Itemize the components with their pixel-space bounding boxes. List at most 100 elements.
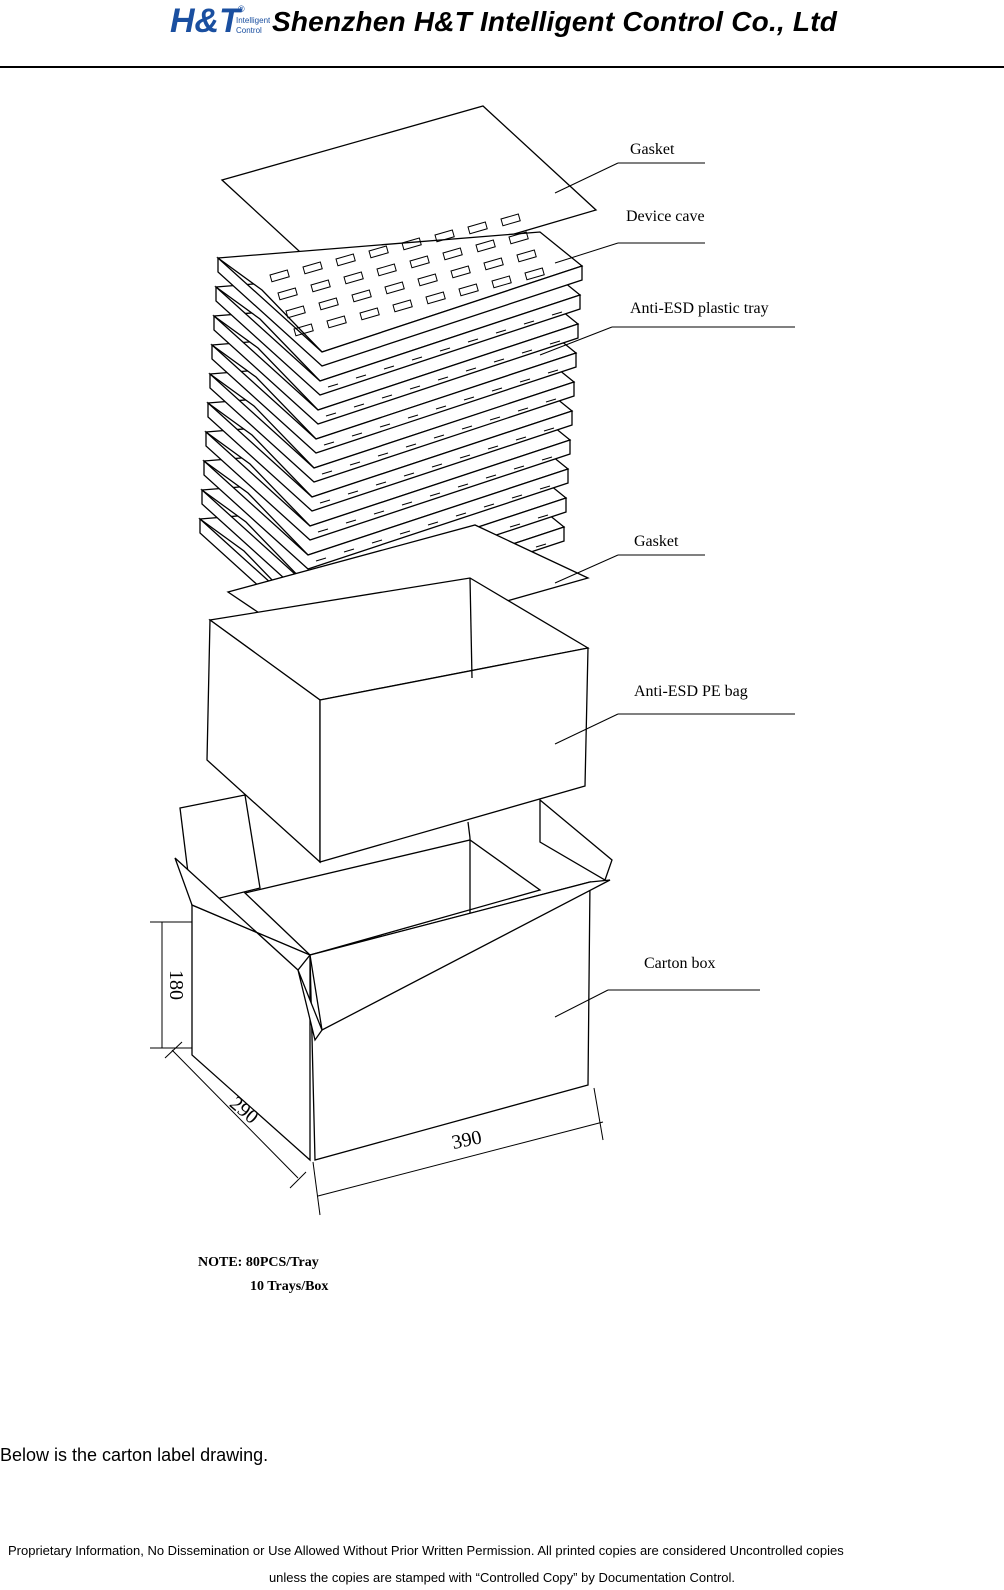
tray-cavity [326,315,347,329]
dimension-lines [150,921,604,1216]
tray-notch [535,543,547,548]
tray-notch [353,403,365,408]
tray-cavity [392,299,413,313]
tray-notch [379,423,391,428]
tray-notch [487,445,499,450]
tray-cavity [458,283,479,297]
tray-cavity [335,253,356,267]
tray-notch [325,412,337,417]
tray-cavity [293,323,314,337]
tray-notch [407,414,419,419]
tray-cavity [467,221,488,235]
tray-notch [467,338,479,343]
label-device-cave: Device cave [626,208,705,225]
tray-notch [523,320,535,325]
leader-lines [539,162,795,1018]
tray-cavity [475,239,496,253]
tray-notch [431,463,443,468]
tray-cavity [277,287,298,301]
tray-notch [511,494,523,499]
tray-cavity [409,255,430,269]
svg-text:Control: Control [236,26,262,35]
label-gasket-bottom: Gasket [634,533,679,550]
tray-cavity [384,281,405,295]
tray-notch [549,340,561,345]
tray-notch [509,523,521,528]
tray-cavity [500,213,521,227]
tray-notch [427,521,439,526]
tray-notch [493,358,505,363]
tray-cavity [376,263,397,277]
label-carton: Carton box [644,955,716,972]
tray-notch [373,510,385,515]
tray-notch [405,443,417,448]
tray-cavity [310,279,331,293]
tray-notch [429,492,441,497]
label-pe-bag: Anti-ESD PE bag [634,683,748,700]
tray-notch [537,514,549,519]
label-tray: Anti-ESD plastic tray [630,300,769,317]
tray-notch [457,483,469,488]
tray-notch [521,349,533,354]
company-logo: H&T ® Intelligent Control [170,2,270,38]
note-line2: 10 Trays/Box [250,1279,328,1294]
tray-cavity [417,273,438,287]
packaging-drawing: Gasket Device cave Anti-ESD plastic tray… [150,105,795,1294]
tray-cavity [491,275,512,289]
footer-line-2: unless the copies are stamped with “Cont… [268,1570,736,1585]
tray-notch [315,557,327,562]
carton-box-shape [174,794,613,1162]
tray-notch [327,383,339,388]
tray-notch [435,405,447,410]
tray-notch [401,501,413,506]
dim-width: 390 [450,1126,484,1154]
tray-notch [547,369,559,374]
tray-notch [551,311,563,316]
tray-notch [347,490,359,495]
tray-notch [515,436,527,441]
gasket-top-sheet [220,105,598,287]
tray-notch [377,452,389,457]
tray-cavity [269,269,290,283]
tray-notch [319,499,331,504]
tray-cavity [524,267,545,281]
svg-text:®: ® [238,4,245,14]
label-gasket-top: Gasket [630,141,675,158]
tray-notch [541,456,553,461]
tray-notch [463,396,475,401]
tray-notch [543,427,555,432]
tray-notch [513,465,525,470]
tray-notch [321,470,333,475]
tray-cavity [450,265,471,279]
tray-notch [403,472,415,477]
tray-cavity [318,297,339,311]
svg-text:H&T: H&T [170,2,243,38]
tray-notch [539,485,551,490]
svg-text:Intelligent: Intelligent [236,16,270,25]
tray-notch [355,374,367,379]
pe-bag-shape [206,577,590,864]
tray-notch [455,512,467,517]
tray-notch [439,347,451,352]
tray-notch [399,530,411,535]
tray-cavity [508,231,529,245]
tray-notch [485,474,497,479]
tray-notch [345,519,357,524]
header-rule [0,66,1004,68]
tray-notch [465,367,477,372]
tray-notch [411,356,423,361]
tray-notch [495,329,507,334]
company-name: Shenzhen H&T Intelligent Control Co., Lt… [272,6,838,37]
tray-notch [491,387,503,392]
tray-notch [409,385,421,390]
dim-height: 180 [165,970,187,1000]
page-header: H&T ® Intelligent Control Shenzhen H&T I… [0,0,1004,66]
tray-notch [459,454,471,459]
tray-notch [489,416,501,421]
tray-cavity [359,307,380,321]
tray-cavity [425,291,446,305]
tray [216,213,584,367]
tray-cavity [516,249,537,263]
caption-text: Below is the carton label drawing. [0,1445,269,1465]
note-line1: NOTE: 80PCS/Tray [198,1255,319,1270]
